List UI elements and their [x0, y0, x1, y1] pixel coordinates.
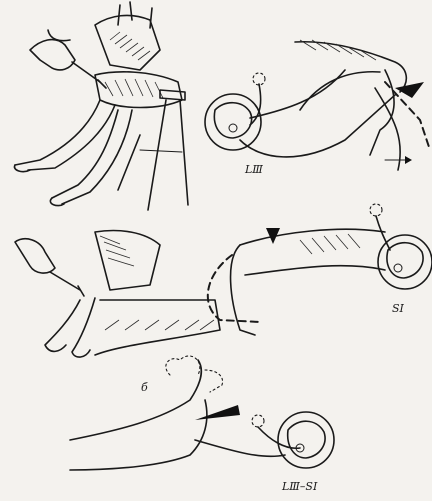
plantar-reflex-diagram: [70, 356, 334, 470]
segment-label-middle: SⅠ: [392, 303, 404, 314]
seated-patient-illustration: [14, 2, 188, 210]
knee-reflex-arc-diagram: [205, 40, 430, 170]
achilles-test-illustration: [15, 231, 220, 358]
segment-label-top: LⅢ: [245, 164, 263, 175]
ankle-reflex-arc-diagram: [208, 204, 432, 335]
panel-label-bottom: б: [141, 382, 148, 393]
segment-label-bottom: LⅢ–SⅠ: [282, 481, 317, 492]
